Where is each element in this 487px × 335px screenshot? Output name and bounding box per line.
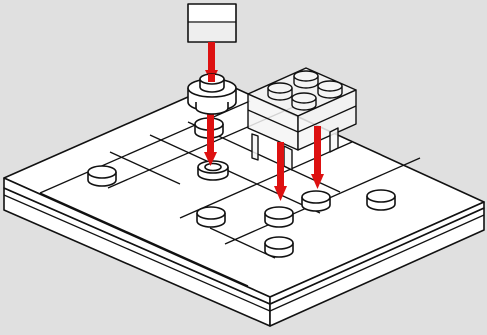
arrow — [204, 108, 217, 166]
stud — [87, 165, 117, 187]
stud — [301, 190, 331, 212]
stud — [317, 80, 343, 99]
stud — [264, 206, 294, 228]
base-plate — [3, 81, 485, 327]
arrow — [274, 142, 287, 201]
tile-1x1-part — [187, 3, 237, 43]
transparent-brick-part — [247, 67, 357, 171]
stud — [366, 189, 396, 211]
stud — [267, 82, 293, 101]
round-plate-2x2-part — [187, 73, 237, 115]
arrow — [311, 126, 324, 189]
hollow-stud — [197, 160, 229, 181]
stud — [291, 92, 317, 111]
stud — [264, 236, 294, 258]
stud — [293, 70, 319, 89]
stud — [196, 206, 226, 228]
